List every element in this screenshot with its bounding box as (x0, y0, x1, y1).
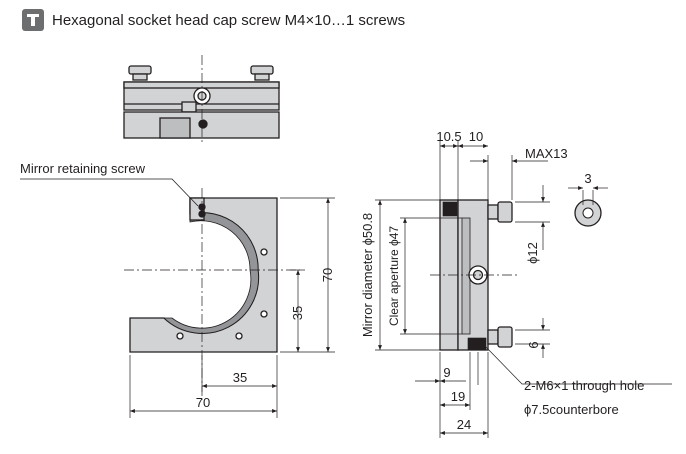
dim-front-width-70: 70 (196, 395, 210, 410)
label-through-hole: 2-M6×1 through hole (524, 378, 644, 393)
front-dimension-lines (129, 197, 335, 418)
dim-front-height-35: 35 (290, 306, 305, 320)
cap-screw-icon (22, 9, 44, 31)
knob-end-view (574, 199, 602, 227)
dim-side-max13: MAX13 (525, 146, 568, 161)
dim-side-24: 24 (457, 417, 471, 432)
dim-side-6: 6 (526, 341, 541, 348)
dim-side-10-5: 10.5 (436, 129, 461, 144)
top-view (123, 65, 280, 139)
dim-side-3: 3 (584, 171, 591, 186)
dim-front-height-70: 70 (320, 268, 335, 282)
dim-side-9: 9 (443, 365, 450, 380)
label-clear-aperture: Clear aperture ϕ47 (387, 226, 401, 326)
dim-front-width-35: 35 (233, 370, 247, 385)
front-view (129, 197, 278, 353)
dim-side-19: 19 (451, 389, 465, 404)
label-retaining-screw: Mirror retaining screw (20, 161, 146, 176)
caption: Hexagonal socket head cap screw M4×10…1 … (22, 8, 405, 32)
side-dimension-lines (375, 140, 672, 438)
caption-text: Hexagonal socket head cap screw M4×10…1 … (52, 11, 406, 29)
label-counterbore: ϕ7.5counterbore (524, 402, 619, 417)
leader-retaining-screw (20, 178, 199, 207)
dim-side-diameter-12: ϕ12 (525, 242, 540, 264)
dim-side-10: 10 (469, 129, 483, 144)
label-mirror-diameter: Mirror diameter ϕ50.8 (360, 213, 375, 337)
